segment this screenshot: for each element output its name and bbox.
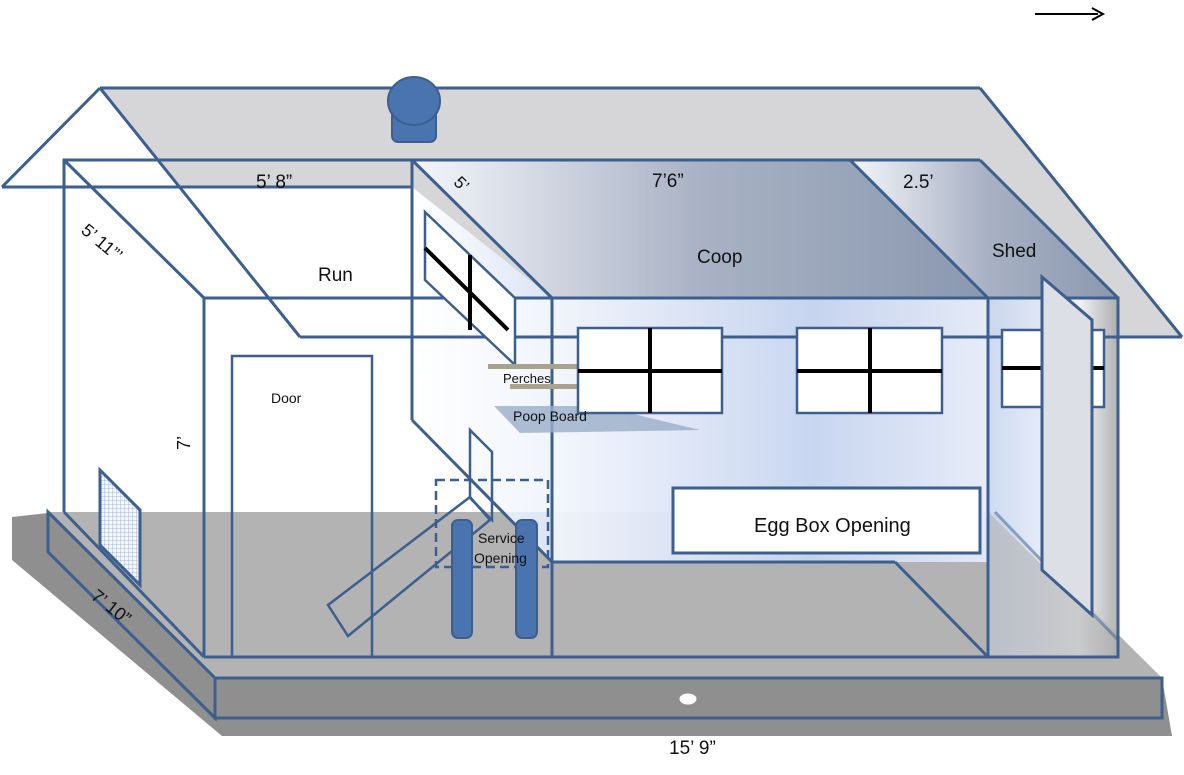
dim-base-length: 15’ 9”	[669, 738, 716, 759]
label-service-opening: Opening	[474, 550, 527, 566]
mesh-vent	[98, 466, 142, 589]
base-shadow	[12, 513, 1172, 736]
label-shed: Shed	[992, 241, 1036, 262]
label-poop-board: Poop Board	[513, 408, 587, 424]
ramp-flap	[468, 426, 494, 524]
label-perches: Perches	[503, 371, 551, 386]
support-post	[515, 519, 538, 639]
dim-wall-height: 7’	[174, 436, 194, 450]
label-service-opening: Service	[478, 530, 525, 546]
roof-vent-icon	[387, 76, 441, 143]
support-post	[451, 519, 473, 639]
direction-arrow-icon	[1035, 7, 1106, 21]
shed-floor	[988, 512, 1118, 657]
ramp	[326, 495, 492, 638]
coop-top	[412, 160, 988, 298]
dim-coop-width: 7’6”	[652, 171, 684, 192]
service-opening	[434, 478, 550, 569]
perch	[510, 384, 578, 389]
coop-window-left	[576, 326, 724, 415]
drain-hole	[679, 693, 697, 705]
perch	[488, 364, 578, 369]
label-egg-box-opening: Egg Box Opening	[754, 515, 911, 537]
shed-top	[850, 160, 1118, 298]
shed-door	[1040, 273, 1094, 619]
base-front	[213, 676, 1164, 720]
egg-box-opening	[671, 486, 982, 555]
dim-shed-width: 2.5’	[903, 172, 934, 193]
poop-board	[494, 406, 700, 433]
dim-run-width: 5’ 8”	[256, 172, 292, 193]
label-run: Run	[318, 265, 353, 286]
coop-window-right	[795, 326, 944, 415]
label-coop: Coop	[697, 247, 742, 268]
run-door	[230, 354, 374, 659]
coop-floor-shadow	[552, 562, 988, 657]
label-door: Door	[271, 390, 302, 406]
